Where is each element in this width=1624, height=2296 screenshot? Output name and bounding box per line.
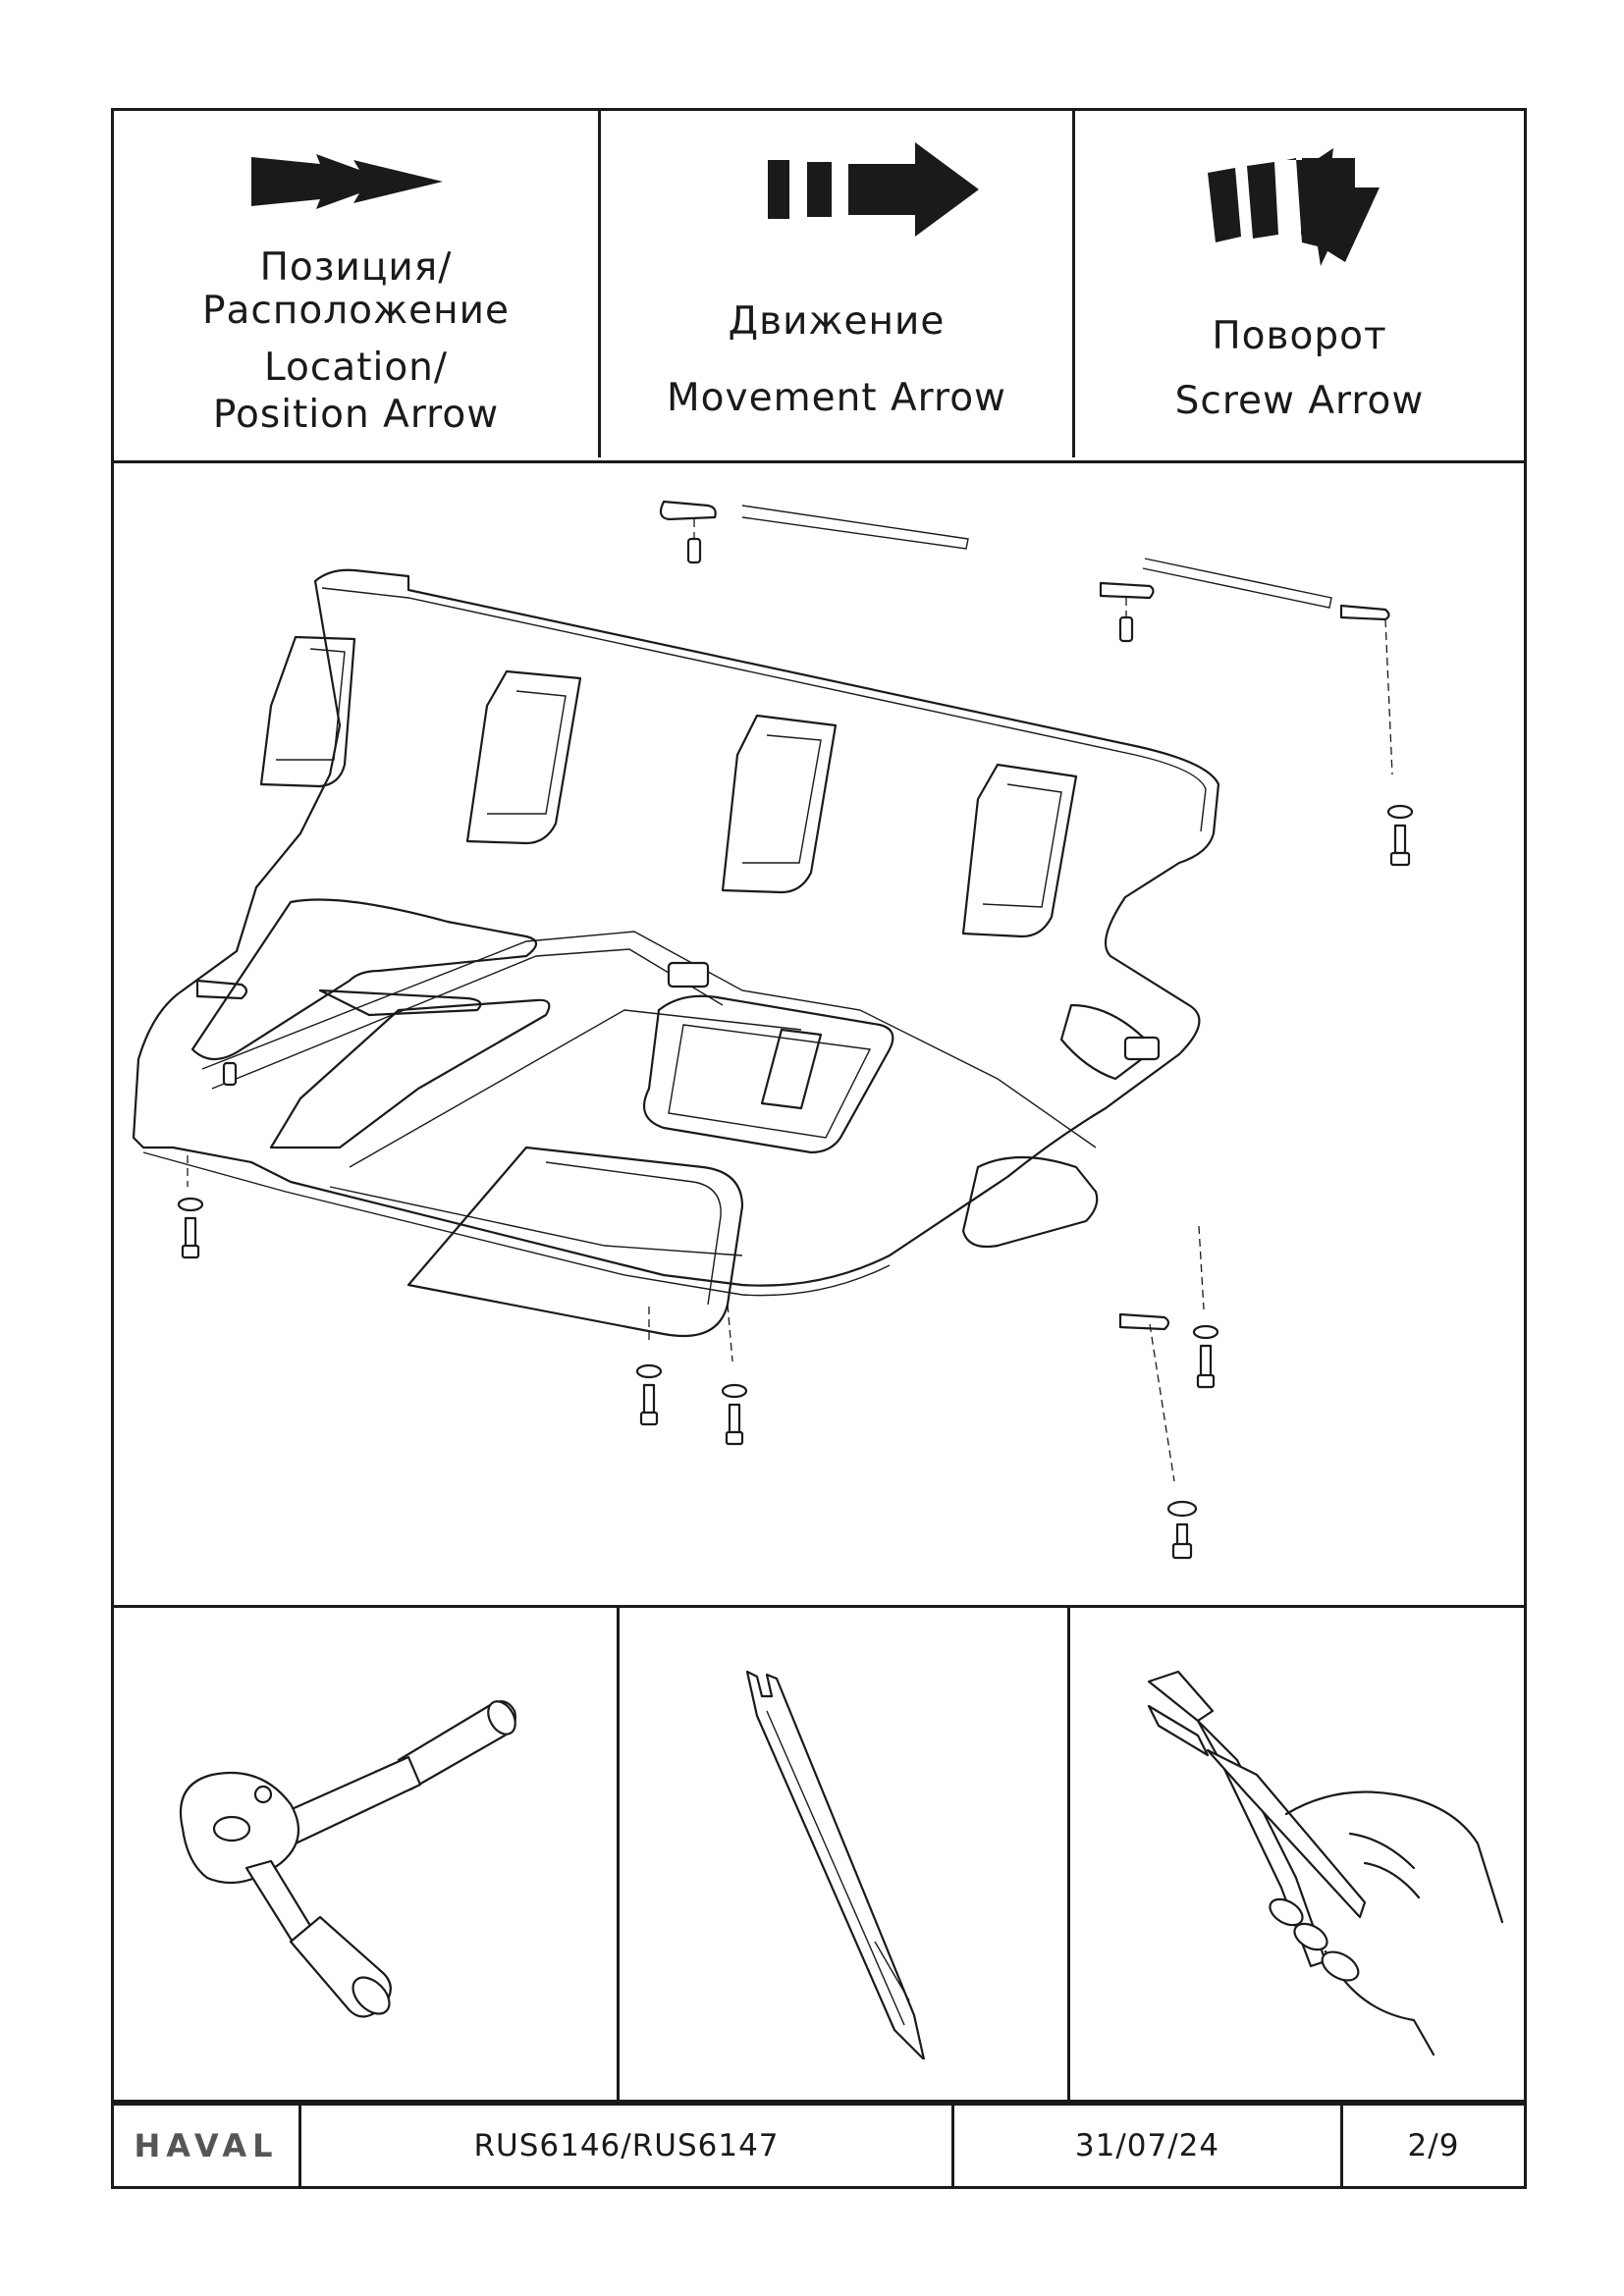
ratchet-wrench-icon (179, 1700, 516, 2018)
instruction-sheet-frame: Позиция/ Расположение Location/ Position… (111, 108, 1527, 2189)
legend-location-line-1: Позиция/ (259, 245, 453, 290)
part-numbers-cell: RUS6146/RUS6147 (298, 2106, 951, 2186)
date-cell: 31/07/24 (951, 2106, 1340, 2186)
arrow-legend: Позиция/ Расположение Location/ Position… (114, 111, 1524, 463)
legend-location-line-2: Расположение (202, 289, 510, 333)
screw-arrow-icon (1208, 148, 1380, 266)
skid-plate-icon (132, 500, 1414, 1560)
brand-name: HAVAL (134, 2127, 279, 2164)
title-block: HAVAL RUS6146/RUS6147 31/07/24 2/9 (114, 2100, 1524, 2186)
legend-screw: Поворот Screw Arrow (1072, 111, 1524, 457)
page-number-cell: 2/9 (1340, 2106, 1524, 2186)
legend-movement-line-2: Movement Arrow (667, 376, 1006, 420)
legend-location: Позиция/ Расположение Location/ Position… (114, 111, 598, 457)
legend-location-line-3: Location/ (263, 346, 449, 390)
legend-location-line-4: Position Arrow (212, 393, 500, 437)
trim-removal-tool-icon (745, 1670, 926, 2059)
legend-movement-line-1: Движение (728, 299, 946, 344)
document-date: 31/07/24 (1074, 2128, 1220, 2163)
location-arrow-icon (251, 154, 443, 209)
legend-screw-line-1: Поворот (1212, 314, 1387, 358)
movement-arrow-icon (768, 142, 979, 237)
tool-trim-removal (617, 1608, 1067, 2100)
bolt-set (177, 804, 1414, 1560)
legend-movement: Движение Movement Arrow (598, 111, 1072, 457)
brand-logo: HAVAL (114, 2106, 298, 2186)
tools-row (114, 1608, 1524, 2100)
tool-side-cutters (1067, 1608, 1524, 2100)
tool-ratchet (114, 1608, 617, 2100)
page-number: 2/9 (1407, 2128, 1460, 2163)
side-cutter-pliers-icon (1147, 1670, 1504, 2056)
main-illustration (114, 460, 1524, 1608)
legend-screw-line-2: Screw Arrow (1174, 379, 1425, 423)
part-numbers: RUS6146/RUS6147 (473, 2128, 780, 2163)
